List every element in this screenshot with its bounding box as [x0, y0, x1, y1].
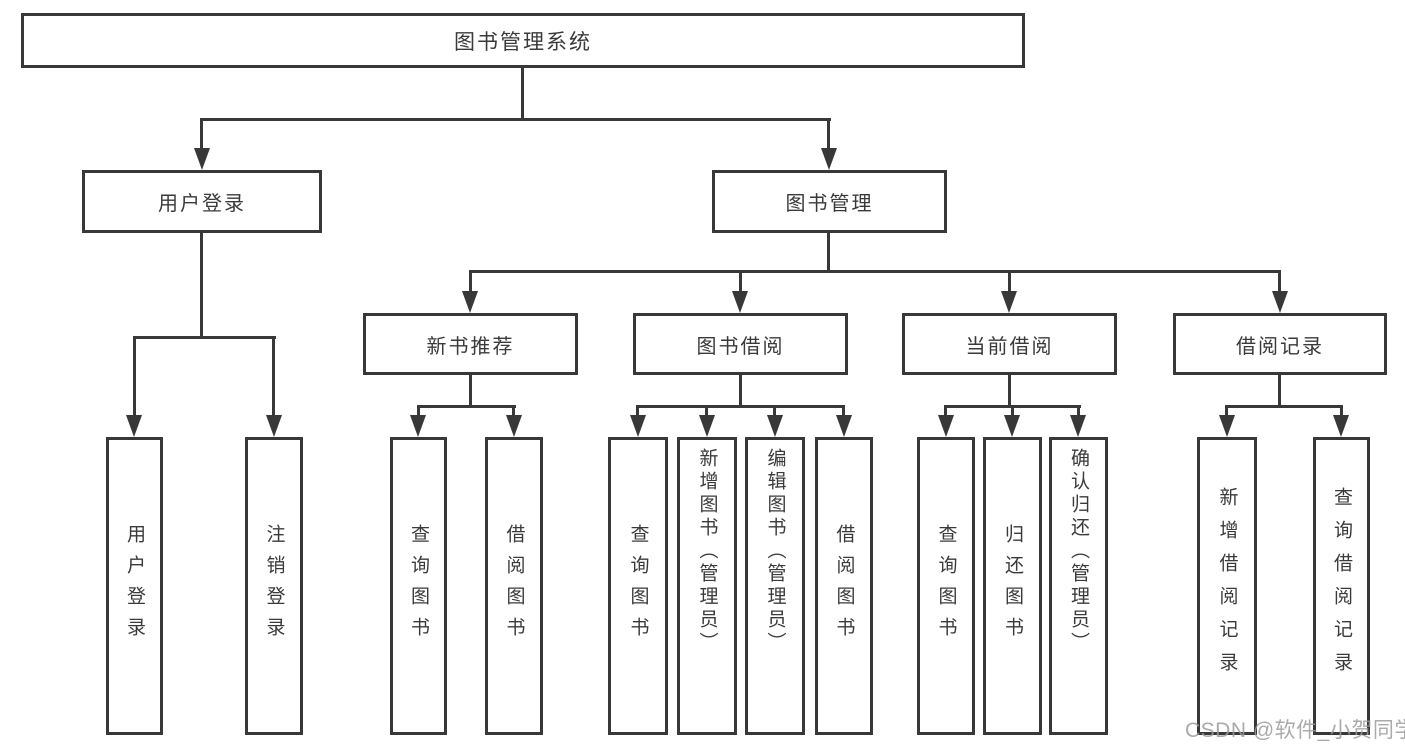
- edge-current-borrowing-stem: [1008, 375, 1011, 408]
- edge-to-query-record-line: [1340, 405, 1343, 418]
- arrow-to-query-books-3: [938, 415, 954, 437]
- edge-to-add-record-line: [1225, 405, 1228, 418]
- leaf-user-login: 用户登录: [106, 437, 163, 735]
- edge-to-add-books-line: [705, 405, 708, 418]
- edge-new-book-stem: [469, 375, 472, 408]
- arrow-to-add-record: [1219, 415, 1235, 437]
- leaf-add-borrowing-record: 新增借阅记录: [1197, 437, 1257, 735]
- arrow-to-book-management: [821, 148, 837, 170]
- arrow-to-borrow-books-2: [836, 415, 852, 437]
- arrow-to-query-books-1: [410, 415, 426, 437]
- edge-level2-branch: [200, 118, 831, 121]
- arrow-to-borrowing-records: [1272, 291, 1288, 313]
- edge-book-borrowing-stem: [739, 375, 742, 408]
- node-label: 查询图书: [935, 524, 957, 648]
- edge-to-borrow-books-2-line: [842, 405, 845, 418]
- node-label: 借阅图书: [503, 524, 525, 648]
- edge-borrowing-records-branch: [1225, 405, 1343, 408]
- node-label: 新增借阅记录: [1216, 487, 1238, 685]
- arrow-to-borrow-books-1: [506, 415, 522, 437]
- edge-book-management-stem: [827, 233, 830, 273]
- edge-user-login-branch: [133, 336, 276, 339]
- node-label: 归还图书: [1002, 524, 1023, 648]
- leaf-query-books-2: 查询图书: [608, 437, 668, 735]
- node-borrowing-records: 借阅记录: [1173, 313, 1387, 375]
- node-label: 注销登录: [263, 524, 285, 648]
- leaf-borrow-books-1: 借阅图书: [485, 437, 543, 735]
- node-library-management-system: 图书管理系统: [21, 13, 1025, 68]
- edge-to-query-books-2-line: [636, 405, 639, 418]
- arrow-to-return-books: [1004, 415, 1020, 437]
- arrow-to-edit-books: [767, 415, 783, 437]
- node-label: 图书借阅: [696, 335, 785, 358]
- edge-user-login-stem: [200, 233, 203, 338]
- edge-book-borrowing-branch: [636, 405, 845, 408]
- node-label: 图书管理: [785, 193, 874, 215]
- edge-to-leaf-user-login-line: [133, 336, 136, 417]
- arrow-to-add-books: [699, 415, 715, 437]
- arrow-to-leaf-logout: [266, 415, 282, 437]
- node-label: 当前借阅: [965, 335, 1054, 358]
- node-label: 借阅记录: [1236, 335, 1324, 358]
- edge-to-borrowing-records-line: [1278, 270, 1281, 293]
- node-label: 查询图书: [627, 524, 649, 648]
- node-new-book-recommendation: 新书推荐: [363, 313, 578, 375]
- node-label: 新增图书（管理员）: [696, 448, 718, 655]
- node-label: 查询借阅记录: [1331, 487, 1352, 685]
- edge-root-trunk: [521, 68, 524, 120]
- leaf-confirm-return-admin: 确认归还（管理员）: [1049, 437, 1108, 735]
- node-label: 确认归还（管理员）: [1068, 448, 1089, 655]
- edge-new-book-branch: [417, 405, 516, 408]
- node-label: 新书推荐: [426, 335, 515, 358]
- edge-to-new-book-line: [469, 270, 472, 293]
- edge-to-leaf-logout-line: [272, 336, 275, 417]
- node-current-borrowing: 当前借阅: [902, 313, 1117, 375]
- node-label: 用户登录: [124, 524, 145, 648]
- arrow-to-query-record: [1333, 415, 1349, 437]
- node-label: 编辑图书（管理员）: [764, 448, 786, 655]
- leaf-edit-books-admin: 编辑图书（管理员）: [745, 437, 805, 735]
- arrow-to-leaf-user-login: [126, 415, 142, 437]
- node-label: 用户登录: [158, 193, 246, 215]
- node-book-borrowing: 图书借阅: [633, 313, 848, 375]
- node-book-management: 图书管理: [712, 170, 947, 233]
- arrow-to-current-borrowing: [1001, 291, 1017, 313]
- edge-to-current-borrowing-line: [1008, 270, 1011, 293]
- leaf-add-books-admin: 新增图书（管理员）: [677, 437, 737, 735]
- csdn-watermark: CSDN @软件_小贺同学: [1185, 719, 1405, 742]
- leaf-return-books: 归还图书: [983, 437, 1042, 735]
- leaf-query-books-1: 查询图书: [390, 437, 447, 735]
- edge-to-user-login-line: [200, 118, 203, 150]
- node-user-login: 用户登录: [82, 170, 322, 233]
- leaf-logout-login: 注销登录: [245, 437, 303, 735]
- edge-to-borrow-books-1-line: [512, 405, 515, 418]
- edge-to-query-books-1-line: [417, 405, 420, 418]
- edge-to-edit-books-line: [773, 405, 776, 418]
- edge-level3-branch: [469, 270, 1281, 273]
- arrow-to-new-book: [462, 291, 478, 313]
- arrow-to-user-login: [194, 148, 210, 170]
- leaf-borrow-books-2: 借阅图书: [815, 437, 873, 735]
- arrow-to-book-borrowing: [732, 291, 748, 313]
- node-label: 借阅图书: [833, 524, 855, 648]
- node-label: 图书管理系统: [454, 30, 592, 54]
- edge-to-book-borrowing-line: [739, 270, 742, 293]
- node-label: 查询图书: [408, 524, 429, 648]
- edge-to-query-books-3-line: [944, 405, 947, 418]
- leaf-query-books-3: 查询图书: [917, 437, 975, 735]
- edge-borrowing-records-stem: [1278, 375, 1281, 408]
- leaf-query-borrowing-record: 查询借阅记录: [1313, 437, 1370, 735]
- arrow-to-query-books-2: [630, 415, 646, 437]
- edge-to-return-books-line: [1011, 405, 1014, 418]
- edge-to-confirm-return-line: [1077, 405, 1080, 418]
- arrow-to-confirm-return: [1070, 415, 1086, 437]
- edge-to-book-management-line: [827, 118, 830, 150]
